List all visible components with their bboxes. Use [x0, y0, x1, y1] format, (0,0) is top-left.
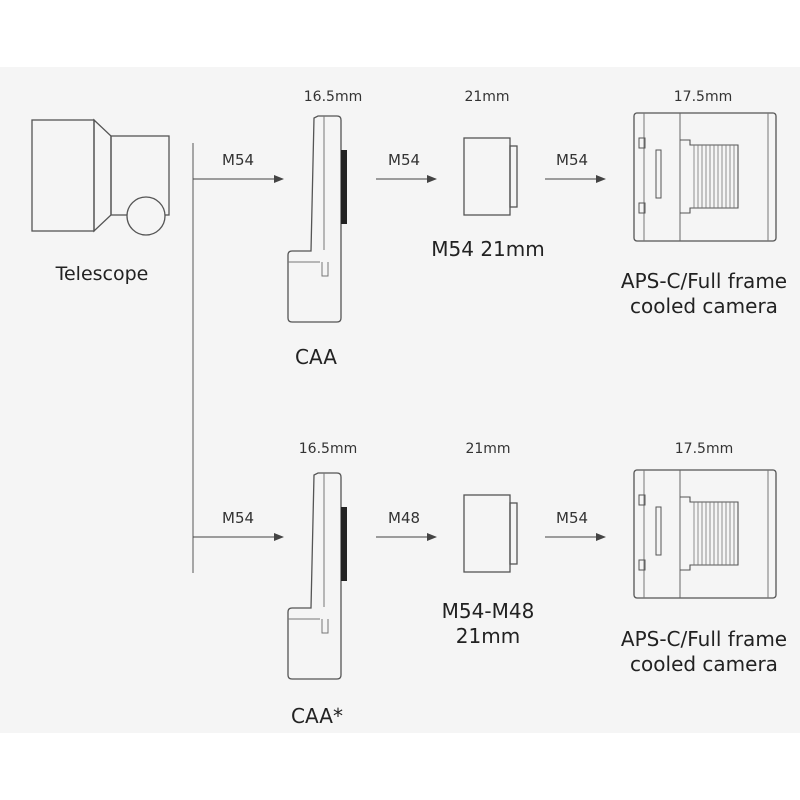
- camera-name-line: APS-C/Full frame: [620, 269, 788, 293]
- adapter-name: CAA*: [291, 704, 343, 728]
- adapter-dimension: 16.5mm: [298, 441, 358, 457]
- caa-star-adapter-icon: [287, 472, 348, 680]
- interface-label: M54: [388, 151, 421, 169]
- camera-name-line: APS-C/Full frame: [620, 627, 788, 651]
- cooled-camera-icon: [633, 469, 777, 599]
- telescope-icon: [31, 118, 170, 236]
- interface-label: M54: [222, 509, 255, 527]
- spacer-name: M54-M48 21mm: [442, 599, 535, 649]
- telescope-label: Telescope: [55, 263, 149, 285]
- spacer-dimension: 21mm: [465, 441, 511, 457]
- camera-name: APS-C/Full frame cooled camera: [621, 627, 787, 677]
- camera-name-line: cooled camera: [630, 652, 778, 676]
- spacer-name-line: 21mm: [455, 624, 521, 648]
- spacer-dimension: 21mm: [464, 89, 510, 105]
- interface-label: M54: [556, 509, 589, 527]
- spacer-name: M54 21mm: [431, 237, 544, 262]
- spacer-name-line: M54 21mm: [431, 237, 545, 261]
- camera-dimension: 17.5mm: [673, 89, 733, 105]
- cooled-camera-icon: [633, 112, 777, 242]
- interface-label: M48: [388, 509, 421, 527]
- interface-label: M54: [556, 151, 589, 169]
- adapter-name: CAA: [295, 345, 337, 369]
- adapter-dimension: 16.5mm: [303, 89, 363, 105]
- camera-name-line: cooled camera: [630, 294, 778, 318]
- camera-name: APS-C/Full frame cooled camera: [621, 269, 787, 319]
- interface-label: M54: [222, 151, 255, 169]
- diagram-panel: [0, 67, 800, 733]
- spacer-name-line: M54-M48: [441, 599, 535, 623]
- caa-adapter-icon: [287, 115, 348, 323]
- camera-dimension: 17.5mm: [674, 441, 734, 457]
- spacer-icon: [463, 494, 518, 573]
- spacer-icon: [463, 137, 518, 216]
